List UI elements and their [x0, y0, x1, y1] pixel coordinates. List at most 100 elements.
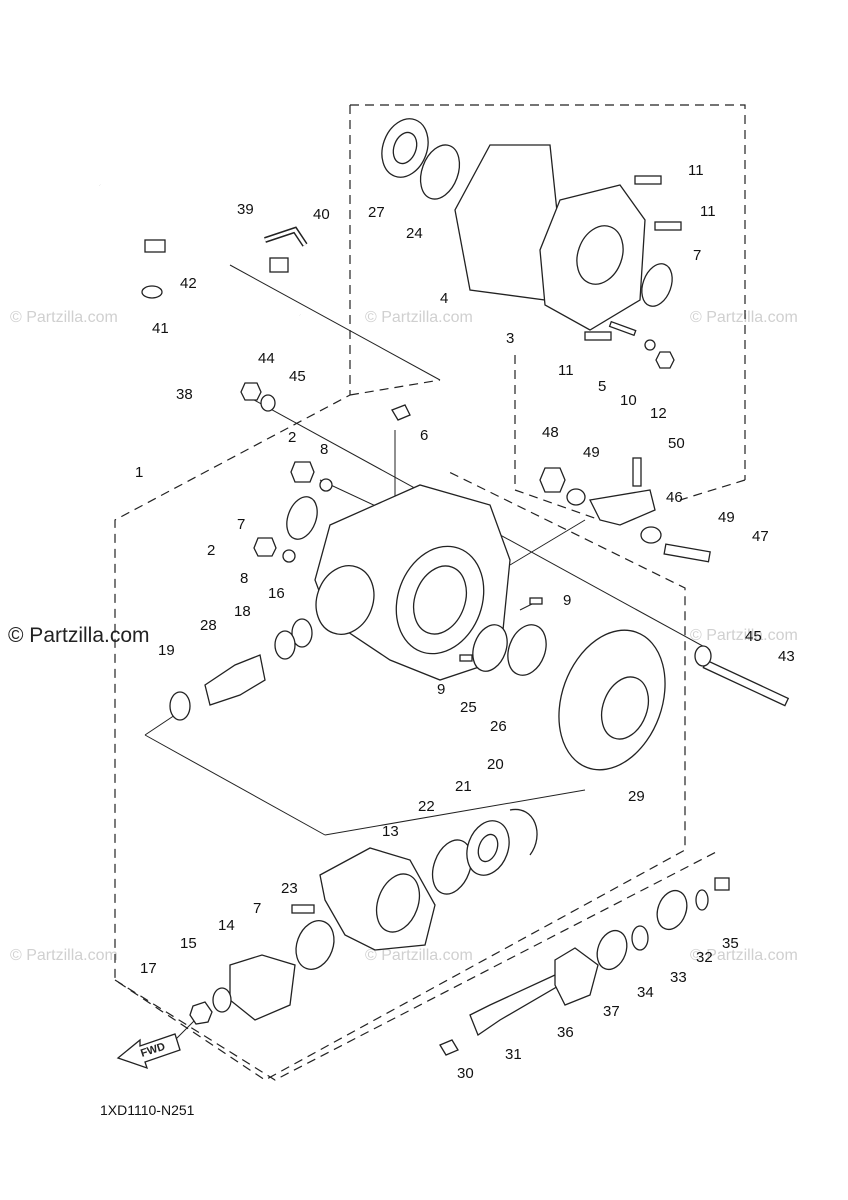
callout-label: 20: [487, 756, 504, 773]
flange-14: [229, 954, 296, 1021]
drive-shaft-parts: [439, 877, 730, 1056]
circlip-32: [695, 889, 709, 911]
callout-label: 18: [234, 603, 251, 620]
callout-label: 21: [455, 778, 472, 795]
shaft-31: [469, 974, 561, 1036]
hose-clamp-40: [269, 257, 289, 273]
callout-label: 9: [563, 592, 571, 609]
callout-label: 45: [289, 368, 306, 385]
nut-48: [539, 467, 566, 493]
sleeve-36: [554, 947, 599, 1006]
callout-label: 8: [240, 570, 248, 587]
callout-label: 49: [583, 444, 600, 461]
callout-label: 3: [506, 330, 514, 347]
callout-label: 1: [135, 464, 143, 481]
alignment-lines: [144, 264, 711, 1041]
oil-seal-7-bottom: [295, 920, 335, 970]
watermark-text: © Partzilla.com: [10, 309, 118, 326]
callout-label: 13: [382, 823, 399, 840]
callout-label: 31: [505, 1046, 522, 1063]
o-ring-24: [419, 144, 461, 200]
washer-15: [212, 987, 232, 1013]
bracket-boundary-top: [679, 479, 746, 501]
collar-37: [596, 929, 628, 971]
callout-label: 26: [490, 718, 507, 735]
fwd-arrow: FWD: [116, 1033, 181, 1070]
breather-hose: [94, 173, 308, 357]
callout-label: 12: [650, 405, 667, 422]
callout-label: 4: [440, 290, 448, 307]
circlip-20: [509, 808, 538, 856]
callout-label: 23: [281, 880, 298, 897]
nut-17: [189, 1001, 213, 1025]
bearing-26: [507, 624, 547, 676]
fwd-arrow-shape: [116, 1033, 181, 1070]
watermark-text: © Partzilla.com: [690, 627, 798, 644]
pinion-gear-28: [204, 654, 266, 706]
callout-label: 45: [745, 628, 762, 645]
callout-label: 41: [152, 320, 169, 337]
watermark-text: © Partzilla.com: [365, 947, 473, 964]
nut-44: [240, 382, 262, 401]
ring-gear-parts: [472, 624, 790, 771]
washer-49-b: [640, 526, 662, 544]
callout-label: 42: [180, 275, 197, 292]
bolt-11-b: [654, 221, 682, 231]
boundary-connector: [349, 379, 441, 396]
collar-16: [291, 618, 313, 648]
callout-label: 6: [420, 427, 428, 444]
front-housing-assembly: [189, 808, 538, 1025]
o-ring-25: [472, 624, 508, 672]
callout-label: 43: [778, 648, 795, 665]
callout-label: 11: [688, 162, 704, 179]
gasket-8-left: [282, 549, 296, 563]
callout-label: 15: [180, 935, 197, 952]
callout-label: 5: [598, 378, 606, 395]
callout-label: 7: [237, 516, 245, 533]
washer-45-right: [694, 645, 712, 667]
callout-label: 19: [158, 642, 175, 659]
callout-label: 24: [406, 225, 423, 242]
oil-seal-7-mid: [286, 496, 318, 540]
washer-10: [644, 339, 656, 351]
lower-boundary: [114, 849, 721, 1081]
callout-label: 22: [418, 798, 435, 815]
plug-35: [714, 877, 730, 891]
callout-label: 16: [268, 585, 285, 602]
spring-30: [439, 1039, 459, 1056]
dowel-9-a: [529, 597, 543, 605]
callout-label: 36: [557, 1024, 574, 1041]
callout-label: 50: [668, 435, 685, 452]
watermark-text: © Partzilla.com: [690, 309, 798, 326]
bolt-11-a: [634, 175, 662, 185]
watermark-text: © Partzilla.com: [10, 947, 118, 964]
bolt-47: [663, 543, 711, 563]
bolt-43: [702, 659, 790, 707]
dowel-9-b: [459, 654, 473, 662]
gasket-8-top: [319, 478, 333, 492]
circlip-34: [631, 925, 649, 951]
bracket-parts: [240, 382, 711, 563]
callout-label: 27: [368, 204, 385, 221]
plug-2-left: [253, 537, 277, 557]
callout-label: 40: [313, 206, 330, 223]
callout-label: 9: [437, 681, 445, 698]
hose-clamp-41: [141, 285, 163, 299]
bracket-46: [589, 489, 656, 526]
callout-label: 44: [258, 350, 275, 367]
watermark-text: © Partzilla.com: [365, 309, 473, 326]
callout-label: 8: [320, 441, 328, 458]
bracket-boundary: [514, 355, 601, 521]
assembly-boundaries: [114, 104, 746, 1081]
callout-label: 14: [218, 917, 235, 934]
callout-label: 32: [696, 949, 713, 966]
upper-cover-assembly: [381, 118, 682, 369]
diagram-code: 1XD1110-N251: [100, 1102, 195, 1118]
watermark-main: © Partzilla.com: [8, 624, 150, 647]
o-ring-22: [431, 839, 473, 895]
callout-label: 35: [722, 935, 739, 952]
callout-label: 33: [670, 969, 687, 986]
callout-label: 28: [200, 617, 217, 634]
bolt-23: [291, 904, 315, 914]
differential-housing: [253, 461, 543, 681]
